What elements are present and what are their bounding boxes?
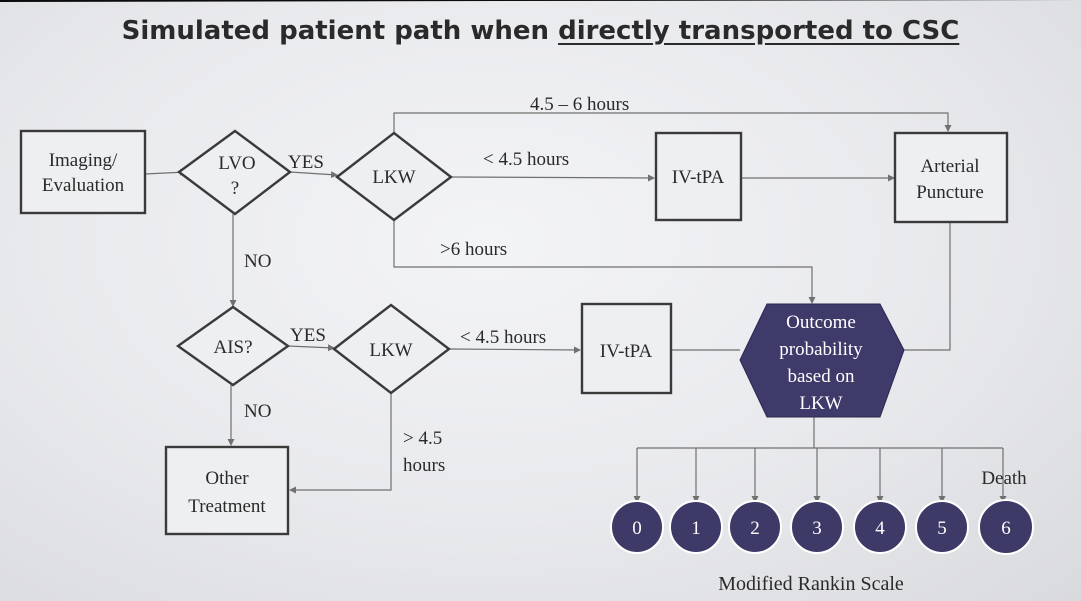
node-lkw-top: LKW [335, 131, 453, 222]
other-treatment-line-1: Other [205, 468, 249, 489]
imaging-box [19, 129, 147, 215]
label-lvo-yes: YES [288, 152, 324, 173]
lkw-bottom-diamond [332, 303, 451, 395]
arterial-line-1: Arterial [920, 156, 979, 177]
other-treatment-box [164, 445, 290, 536]
lvo-diamond [176, 129, 292, 216]
rankin-circle-1 [669, 500, 723, 554]
rankin-score-3: 3 [812, 518, 822, 539]
label-ais-yes: YES [290, 325, 326, 346]
outcome-line-1: Outcome [786, 312, 856, 333]
lkw-top-label: LKW [372, 167, 415, 188]
edge-lkw-ivtpa [450, 174, 655, 182]
ivtpa-bottom-label: IV-tPA [600, 341, 653, 362]
node-outcome: Outcome probability based on LKW [739, 303, 905, 418]
outcome-hexagon [739, 303, 905, 418]
title-emphasis: directly transported to CSC [558, 16, 960, 46]
rankin-score-4: 4 [875, 518, 885, 539]
rankin-circle-3 [790, 500, 844, 554]
imaging-line-2: Evaluation [42, 175, 125, 196]
edge-arterial-outcome [902, 222, 951, 351]
rankin-score-2: 2 [750, 518, 760, 539]
rankin-scale-label: Modified Rankin Scale [718, 573, 904, 595]
slide-title: Simulated patient path when directly tra… [0, 16, 1081, 46]
label-top-window: 4.5 – 6 hours [530, 94, 629, 115]
node-lkw-bottom: LKW [332, 303, 451, 395]
ais-label: AIS? [213, 337, 252, 358]
label-bottom-over-2: hours [403, 455, 445, 476]
connectors [144, 112, 1007, 503]
ais-diamond [175, 305, 291, 387]
label-lvo-no: NO [244, 251, 271, 272]
arterial-box [893, 131, 1009, 224]
lvo-line-2: ? [231, 178, 239, 199]
outcome-line-2: probability [779, 339, 863, 360]
ivtpa-bottom-box [580, 302, 673, 395]
rankin-circle-2 [728, 500, 782, 554]
node-other-treatment: Other Treatment [164, 445, 290, 536]
ivtpa-top-label: IV-tPA [672, 167, 725, 188]
rankin-score-1: 1 [691, 518, 701, 539]
label-top-over: >6 hours [440, 239, 507, 260]
edge-labels: YES NO 4.5 – 6 hours < 4.5 hours >6 hour… [244, 94, 629, 476]
other-treatment-line-2: Treatment [188, 496, 266, 517]
outcome-line-3: based on [787, 366, 855, 387]
label-ais-no: NO [244, 401, 271, 422]
imaging-line-1: Imaging/ [49, 150, 118, 171]
lkw-bottom-label: LKW [369, 340, 412, 361]
label-bottom-over-1: > 4.5 [403, 428, 442, 449]
title-prefix: Simulated patient path when [121, 16, 559, 46]
node-ais-decision: AIS? [175, 305, 291, 387]
edge-lkw-ivtpa-bottom [448, 346, 581, 354]
rankin-score-0: 0 [632, 518, 642, 539]
arterial-line-2: Puncture [916, 182, 984, 203]
node-imaging: Imaging/ Evaluation [19, 129, 147, 215]
rankin-circle-6 [978, 499, 1034, 555]
node-arterial-puncture: Arterial Puncture [893, 131, 1009, 224]
edge-lkw-arterial [393, 112, 952, 133]
node-lvo-decision: LVO ? [176, 129, 292, 216]
lkw-top-diamond [335, 131, 453, 222]
rankin-score-6: 6 [1001, 518, 1011, 539]
lvo-line-1: LVO [218, 153, 255, 174]
rankin-scale: Death 0 1 2 3 4 5 6 Modified Rankin Scal… [610, 468, 1034, 595]
rankin-circle-0 [610, 500, 664, 554]
rankin-score-5: 5 [937, 518, 947, 539]
edge-lkw-outcome [393, 220, 816, 304]
ivtpa-top-box [654, 131, 743, 222]
node-ivtpa-top: IV-tPA [654, 131, 743, 222]
edge-lvo-lkw [289, 171, 338, 179]
edge-lkw-other [289, 393, 392, 494]
outcome-line-4: LKW [799, 393, 842, 414]
label-bottom-under: < 4.5 hours [460, 327, 546, 348]
rankin-circle-4 [853, 500, 907, 554]
edge-ais-lkw [287, 344, 335, 352]
node-ivtpa-bottom: IV-tPA [580, 302, 673, 395]
label-top-under: < 4.5 hours [483, 149, 569, 170]
rankin-circle-5 [915, 500, 969, 554]
death-label: Death [981, 468, 1027, 489]
